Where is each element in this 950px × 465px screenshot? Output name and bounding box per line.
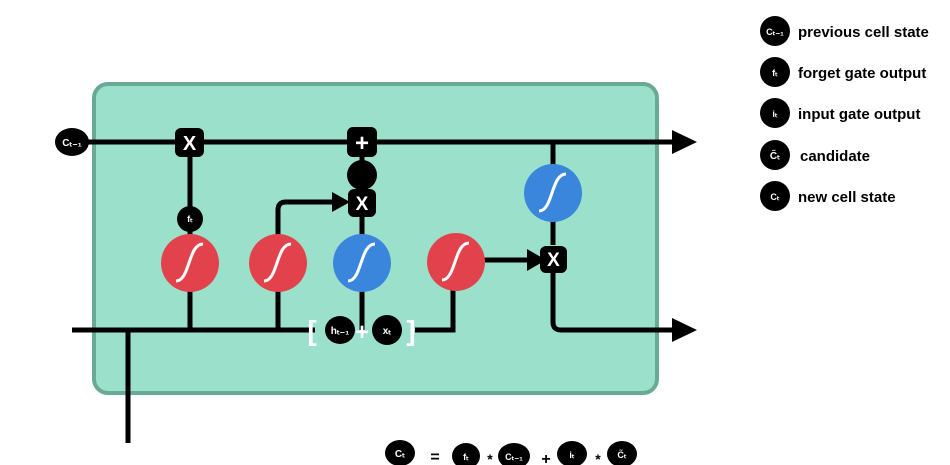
- legend-item: iₜ input gate output: [760, 98, 920, 128]
- equation-term: fₜ: [452, 443, 480, 465]
- input-multiply-op: X: [348, 189, 376, 217]
- svg-text:Cₜ₋₁: Cₜ₋₁: [766, 27, 784, 37]
- svg-text:X: X: [356, 194, 369, 215]
- input-gate-arrow: [332, 192, 350, 212]
- cell-tanh: [524, 164, 582, 222]
- svg-text:C̃ₜ: C̃ₜ: [770, 149, 780, 162]
- equation-term: Cₜ₋₁: [498, 443, 530, 465]
- svg-text:iₜ: iₜ: [772, 109, 778, 119]
- concat-bracket-close: ]: [406, 315, 415, 346]
- input-x-badge: xₜ: [372, 315, 402, 345]
- forget-sigmoid: [161, 234, 219, 292]
- equation-term: iₜ: [557, 441, 587, 465]
- cell-add-op: +: [347, 127, 377, 157]
- equation: Cₜ = fₜ * Cₜ₋₁ + iₜ * C̃ₜ: [385, 440, 637, 465]
- svg-text:previous cell state: previous cell state: [798, 24, 929, 41]
- svg-text:hₜ₋₁: hₜ₋₁: [331, 326, 349, 337]
- equation-op: +: [541, 451, 550, 465]
- concat-plus: +: [355, 319, 369, 346]
- hidden-output-arrow: [672, 318, 697, 342]
- equation-equals: =: [430, 449, 439, 465]
- svg-text:Cₜ: Cₜ: [395, 449, 405, 460]
- hidden-output-path: [550, 272, 675, 333]
- equation-term: C̃ₜ: [607, 441, 637, 465]
- forget-multiply-op: X: [175, 128, 204, 157]
- legend-item: Cₜ₋₁ previous cell state: [760, 16, 929, 46]
- svg-text:input gate output: input gate output: [798, 106, 920, 123]
- legend: Cₜ₋₁ previous cell state fₜ forget gate …: [760, 16, 929, 211]
- equation-op: *: [487, 451, 493, 465]
- svg-text:Cₜ: Cₜ: [770, 192, 779, 202]
- prev-cell-state-badge: Cₜ₋₁: [55, 128, 89, 156]
- svg-text:X: X: [183, 133, 197, 155]
- output-sigmoid: [427, 233, 485, 291]
- svg-text:fₜ: fₜ: [463, 452, 469, 462]
- input-sigmoid: [249, 234, 307, 292]
- svg-text:new cell state: new cell state: [798, 189, 896, 206]
- legend-item: fₜ forget gate output: [760, 57, 926, 87]
- legend-item: C̃ₜ candidate: [760, 140, 870, 170]
- svg-text:C̃ₜ: C̃ₜ: [617, 449, 626, 460]
- output-multiply-op: X: [540, 246, 567, 273]
- cell-state-arrow: [672, 130, 697, 154]
- legend-item: Cₜ new cell state: [760, 181, 896, 211]
- svg-text:+: +: [355, 130, 369, 157]
- svg-text:Cₜ₋₁: Cₜ₋₁: [505, 452, 523, 462]
- junction-dot: [347, 160, 377, 190]
- output-gate-arrow: [527, 249, 546, 271]
- svg-text:X: X: [547, 250, 560, 271]
- svg-text:fₜ: fₜ: [772, 68, 778, 78]
- candidate-tanh: [333, 234, 391, 292]
- input-gate-path: [275, 199, 335, 330]
- equation-lhs: Cₜ: [385, 440, 415, 465]
- svg-text:forget gate output: forget gate output: [798, 65, 926, 82]
- svg-text:candidate: candidate: [800, 148, 870, 165]
- svg-text:Cₜ₋₁: Cₜ₋₁: [62, 138, 82, 149]
- svg-text:xₜ: xₜ: [383, 326, 392, 337]
- equation-op: *: [595, 451, 601, 465]
- svg-text:iₜ: iₜ: [569, 450, 575, 460]
- hidden-state-badge: hₜ₋₁: [325, 316, 355, 344]
- forget-output-badge: fₜ: [177, 206, 203, 232]
- concat-bracket-open: [: [307, 315, 316, 346]
- svg-text:fₜ: fₜ: [187, 214, 193, 224]
